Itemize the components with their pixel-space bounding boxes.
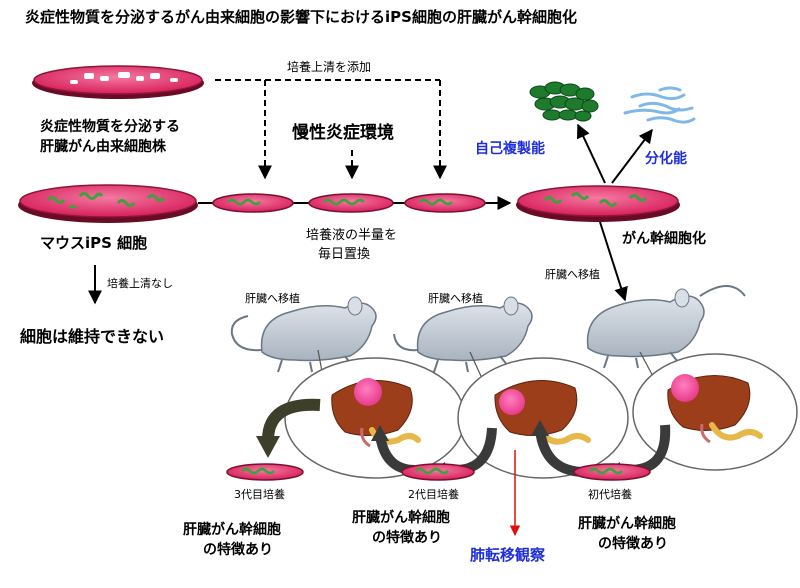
not-maintained-label: 細胞は維持できない [20, 327, 164, 346]
self-renewal-label: 自己複製能 [475, 140, 545, 157]
source-label-line1: 炎症性物質を分泌する [40, 118, 180, 135]
culture-dish-second [401, 463, 475, 481]
culture-dish-2 [308, 193, 394, 213]
culture-dish-primary [573, 463, 651, 481]
culture-dish-3 [404, 193, 486, 213]
mouse-middle [393, 296, 533, 373]
mouse-ips-label: マウスiPS 細胞 [40, 234, 147, 252]
feature-left-line1: 肝臓がん幹細胞 [183, 521, 281, 538]
no-supernatant-label: 培養上清なし [107, 276, 173, 290]
third-culture-label: 3代目培養 [234, 487, 285, 501]
source-label-line2: 肝臓がん由来細胞株 [40, 138, 167, 155]
transplant-label-right: 肝臓へ移植 [545, 267, 600, 281]
culture-dish-third [226, 463, 304, 481]
transplant-label-left: 肝臓へ移植 [245, 291, 300, 305]
liver-bubble-middle [457, 351, 629, 479]
primary-culture-label: 初代培養 [588, 487, 632, 501]
feature-mid-line2: の特徴あり [372, 529, 442, 546]
differentiation-cells [623, 86, 696, 124]
medium-label-line1: 培養液の半量を [306, 227, 397, 243]
add-supernatant-label: 培養上清を添加 [287, 59, 371, 74]
feature-right-line2: の特徴あり [598, 535, 668, 552]
reculture-arrow-left [262, 398, 321, 441]
reculture-arrow-left-up-head [371, 425, 389, 441]
differentiation-label: 分化能 [645, 150, 687, 167]
second-culture-label: 2代目培養 [408, 487, 459, 501]
feature-mid-line1: 肝臓がん幹細胞 [352, 509, 450, 526]
mouse-ips-dish [18, 184, 198, 223]
source-cell-dish [32, 65, 204, 99]
csc-dish [516, 185, 680, 222]
medium-label-line2: 毎日置換 [318, 246, 370, 262]
transplant-arrow-right [599, 221, 628, 302]
liver-bubble-right [632, 351, 798, 471]
reculture-arrow-mid-up-head [531, 420, 549, 436]
mouse-right [586, 285, 746, 369]
supernatant-dashed-arrows [215, 79, 447, 180]
self-renewal-colony [529, 81, 599, 122]
liver-bubble-left [284, 349, 466, 479]
chronic-inflammation-label: 慢性炎症環境 [292, 122, 394, 143]
transplant-label-mid: 肝臓へ移植 [428, 291, 483, 305]
csc-conversion-label: がん幹細胞化 [622, 230, 706, 247]
culture-dish-1 [212, 193, 294, 213]
page-title: 炎症性物質を分泌するがん由来細胞の影響下におけるiPS細胞の肝臓がん幹細胞化 [25, 8, 577, 26]
reculture-arrow-left-head [256, 436, 280, 458]
feature-right-line1: 肝臓がん幹細胞 [578, 515, 676, 532]
lung-metastasis-label: 肺転移観察 [470, 546, 546, 564]
feature-left-line2: の特徴あり [203, 541, 273, 558]
mouse-left [230, 296, 377, 373]
self-renewal-arrow [576, 123, 606, 184]
differentiation-arrow [611, 128, 653, 184]
